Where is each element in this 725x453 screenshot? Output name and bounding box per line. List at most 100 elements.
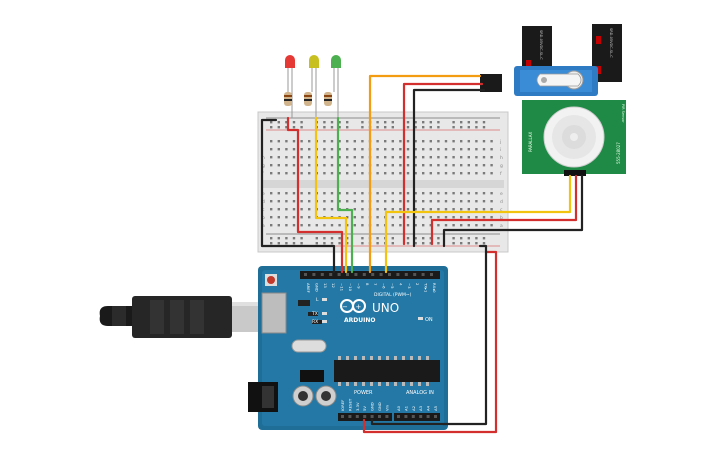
rail-hole xyxy=(475,126,478,129)
wire-black-servo xyxy=(412,88,486,248)
breadboard-hole xyxy=(490,156,493,159)
digital-pin-label: RX◂0 xyxy=(432,283,437,293)
header-pin xyxy=(379,273,383,276)
header-pin xyxy=(329,273,333,276)
digital-label: DIGITAL (PWM~) xyxy=(374,292,412,298)
rail-hole xyxy=(277,126,280,129)
wire-red-13 xyxy=(286,116,344,274)
rail-hole xyxy=(475,237,478,240)
analog-header xyxy=(394,413,440,421)
breadboard-hole xyxy=(452,156,455,159)
rail-hole xyxy=(285,121,288,124)
header-pin xyxy=(346,273,349,276)
wire-black-gnd xyxy=(260,118,336,274)
rail-hole xyxy=(452,242,455,245)
breadboard-hole xyxy=(285,164,288,167)
breadboard-hole xyxy=(406,200,410,203)
row-letter: h xyxy=(262,155,265,161)
rail-hole xyxy=(482,237,486,240)
rail-hole xyxy=(277,237,280,240)
breadboard-hole xyxy=(460,172,463,175)
breadboard-hole xyxy=(285,148,288,151)
rail-hole xyxy=(300,121,303,124)
breadboard-hole xyxy=(406,172,410,175)
breadboard-hole xyxy=(346,156,349,159)
breadboard-hole xyxy=(300,200,303,203)
breadboard-hole xyxy=(437,156,440,159)
breadboard-hole xyxy=(384,200,387,203)
header-pin xyxy=(396,273,400,276)
breadboard-hole xyxy=(429,156,432,159)
wire-black-gnd-power xyxy=(370,244,488,426)
rail-hole xyxy=(391,237,394,240)
breadboard-hole xyxy=(277,192,280,195)
wire-black-pir xyxy=(442,174,584,248)
breadboard-hole xyxy=(490,192,493,195)
header-pin xyxy=(341,415,344,418)
digital-pin-label: ~9 xyxy=(356,283,361,289)
breadboard-hole xyxy=(437,208,440,211)
breadboard-hole xyxy=(444,216,448,219)
breadboard-hole xyxy=(452,140,455,143)
header-pin xyxy=(378,415,381,418)
rail-hole xyxy=(429,121,432,124)
breadboard-hole xyxy=(391,140,394,143)
breadboard-hole xyxy=(338,200,341,203)
breadboard-hole xyxy=(460,192,463,195)
breadboard-hole xyxy=(467,192,470,195)
breadboard-hole xyxy=(270,172,273,175)
breadboard-hole xyxy=(444,224,448,227)
breadboard-hole xyxy=(338,140,341,143)
wire-red-servo xyxy=(402,82,484,246)
breadboard-hole xyxy=(323,172,326,175)
breadboard-hole xyxy=(300,172,303,175)
rail-hole xyxy=(414,237,417,240)
rail-hole xyxy=(391,126,394,129)
breadboard-hole xyxy=(292,216,296,219)
breadboard-hole xyxy=(376,156,379,159)
power-pin-label: GND xyxy=(370,402,375,411)
breadboard-hole xyxy=(391,224,394,227)
breadboard-hole xyxy=(399,192,402,195)
rail-hole xyxy=(346,242,349,245)
breadboard-hole xyxy=(300,192,303,195)
rail-hole xyxy=(482,121,486,124)
breadboard-hole xyxy=(467,216,470,219)
breadboard-hole xyxy=(460,224,463,227)
breadboard-hole xyxy=(482,140,486,143)
rail-hole xyxy=(429,126,432,129)
rail-hole xyxy=(346,237,349,240)
header-pin xyxy=(337,273,341,276)
digital-header xyxy=(300,271,440,279)
rail-hole xyxy=(376,121,379,124)
breadboard-hole xyxy=(308,208,311,211)
breadboard-hole xyxy=(437,192,440,195)
breadboard-hole xyxy=(452,200,455,203)
rail-hole xyxy=(437,121,440,124)
rail-hole xyxy=(422,242,425,245)
breadboard-hole xyxy=(376,200,379,203)
arduino-uno-board: − + ARDUINO UNO ON L TX RX DIGITAL (PWM~… xyxy=(248,266,448,430)
rail-hole xyxy=(338,242,341,245)
digital-pin-label: AREF xyxy=(306,283,311,293)
rail-hole xyxy=(475,121,478,124)
breadboard-hole xyxy=(475,172,478,175)
rail-hole xyxy=(361,242,364,245)
breadboard-hole xyxy=(346,224,349,227)
rail-hole xyxy=(452,237,455,240)
rail-hole xyxy=(467,237,470,240)
breadboard-hole xyxy=(292,140,296,143)
breadboard-hole xyxy=(467,200,470,203)
breadboard-hole xyxy=(452,172,455,175)
breadboard-hole xyxy=(323,200,326,203)
breadboard-hole xyxy=(384,164,387,167)
header-pin xyxy=(363,415,367,418)
rail-hole xyxy=(460,242,463,245)
rail-hole xyxy=(300,126,303,129)
breadboard-hole xyxy=(482,192,486,195)
breadboard-hole xyxy=(414,156,417,159)
rail-hole xyxy=(437,242,440,245)
breadboard-hole xyxy=(482,200,486,203)
